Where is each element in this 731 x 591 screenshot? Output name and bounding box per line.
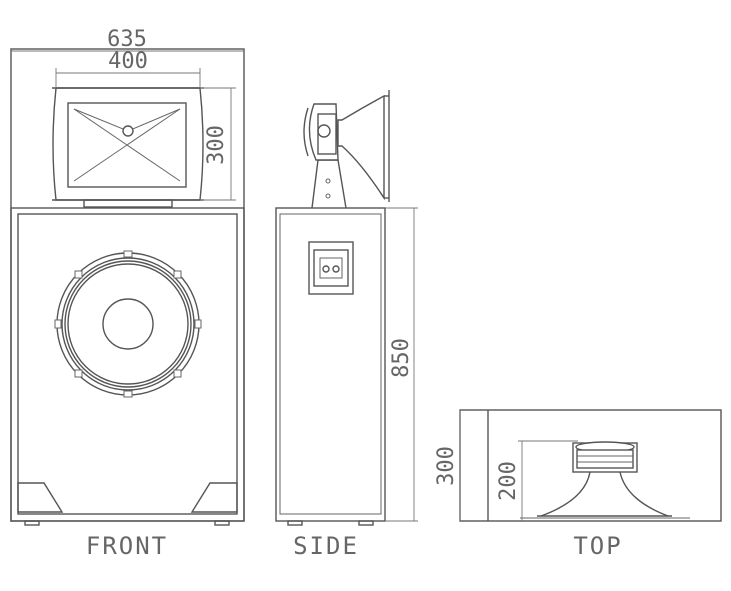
front-cabinet-inner <box>17 213 238 515</box>
label-top: TOP <box>573 532 622 560</box>
horn-throat <box>122 125 134 137</box>
front-outer-frame <box>10 48 245 522</box>
label-side: SIDE <box>293 532 359 560</box>
speakon-socket <box>332 265 340 273</box>
dim-top-depth: 300 <box>434 446 459 486</box>
horn-mouth <box>67 102 187 188</box>
woofer <box>54 250 202 398</box>
dim-top-driver-height: 200 <box>496 461 521 501</box>
front-port-left <box>17 482 64 513</box>
top-horn-flare <box>540 471 669 517</box>
dim-horn-width: 400 <box>108 49 148 74</box>
woofer-dustcap <box>102 298 154 350</box>
speakon-socket <box>322 265 330 273</box>
top-view: 300 200 TOP <box>434 409 722 560</box>
side-connector-plate <box>308 241 354 295</box>
horn-bracket <box>311 159 347 209</box>
horn-profile <box>337 94 385 201</box>
dim-overall-width: 635 <box>107 27 147 52</box>
side-cabinet <box>275 207 386 522</box>
front-port-right <box>190 482 238 513</box>
dim-cabinet-height: 850 <box>389 338 414 378</box>
label-front: FRONT <box>86 532 168 560</box>
side-view: 850 SIDE <box>275 90 418 560</box>
front-view: 635 400 300 FRONT <box>10 27 245 560</box>
front-cabinet <box>10 207 245 522</box>
dim-horn-height: 300 <box>204 125 229 165</box>
